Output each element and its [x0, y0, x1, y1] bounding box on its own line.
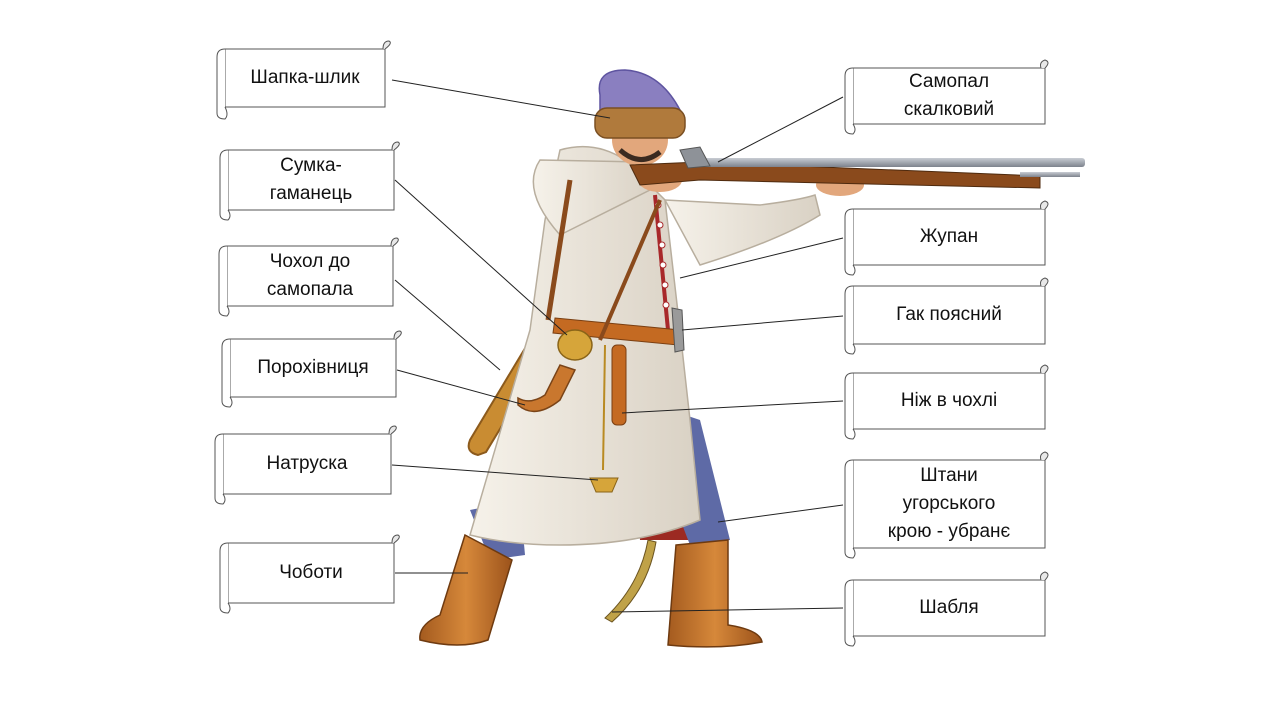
hat-shape [598, 69, 682, 116]
label-box-powder [221, 330, 402, 408]
leader-hook [681, 315, 844, 331]
label-box-case [218, 237, 399, 317]
sabre-shape [604, 539, 657, 623]
label-box-hat [216, 40, 391, 120]
leader-primer [391, 464, 599, 481]
label-box-bag [219, 141, 400, 221]
leader-bag [394, 179, 568, 336]
leader-sabre [611, 607, 844, 613]
leader-musket [717, 96, 844, 163]
pouch-shape [557, 329, 593, 361]
musket-barrel-shape [700, 158, 1085, 167]
boot-left-shape [419, 533, 513, 646]
leader-knife [621, 400, 844, 414]
label-box-trousers [844, 451, 1049, 559]
label-box-hook [844, 277, 1049, 355]
boot-right-shape [667, 539, 763, 648]
leader-powder [396, 369, 526, 406]
label-box-boots [219, 534, 400, 614]
label-box-sabre [844, 571, 1049, 647]
knife-sheath-shape [611, 344, 627, 426]
label-box-zhupan [844, 200, 1049, 276]
powder-horn-shape [517, 364, 577, 413]
belt-hook-shape [671, 307, 685, 353]
leader-lines [391, 79, 844, 613]
leader-case [394, 279, 501, 371]
label-box-musket [844, 59, 1049, 135]
cossack-figure [419, 69, 1085, 648]
leader-zhupan [679, 237, 844, 279]
label-box-primer [214, 425, 397, 505]
label-box-knife [844, 364, 1049, 440]
primer-flask-shape [589, 477, 619, 493]
leader-trousers [717, 504, 844, 523]
leader-hat [391, 79, 611, 119]
